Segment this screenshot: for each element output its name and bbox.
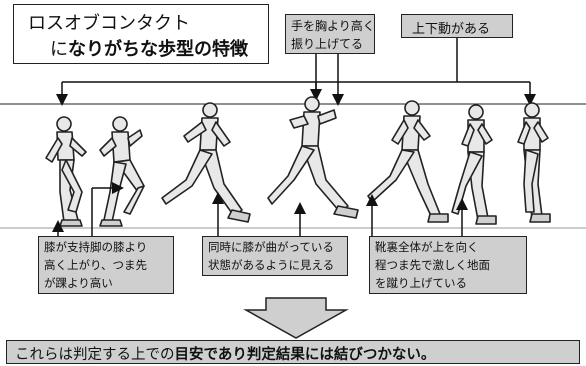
runner-3 (161, 102, 251, 223)
down-arrow (243, 297, 349, 339)
title-line2: になりがちな歩型の特徴 (50, 35, 248, 61)
label-knee-height: 膝が支持脚の膝より 高く上がり、つま先 が踝より高い (38, 236, 174, 294)
connector-knee (52, 182, 124, 236)
connector-hands (310, 54, 344, 106)
connector-vertical-motion (56, 38, 536, 106)
runner-4 (267, 96, 359, 219)
runner-1 (45, 116, 87, 227)
conclusion-plain: これらは判定する上での (15, 347, 175, 363)
conclusion-text: これらは判定する上での目安であり判定結果には結びつかない。 (15, 343, 435, 364)
runner-7 (517, 102, 551, 223)
conclusion-box: これらは判定する上での目安であり判定結果には結びつかない。 (6, 340, 580, 364)
label-vertical-motion-text: 上下動がある (412, 22, 491, 37)
conclusion-bold: 目安であり判定結果には結びつかない。 (174, 347, 436, 363)
label-sole-line1: 靴裏全体が上を向く (375, 240, 479, 254)
label-sole-line3: を蹴り上げている (375, 276, 467, 290)
label-knee-line1: 膝が支持脚の膝より (44, 240, 148, 254)
connector-sole (366, 194, 468, 236)
runner-5 (367, 100, 449, 223)
runner-2 (99, 116, 145, 227)
label-bent-knee: 同時に膝が曲がっている 状態があるように見える (202, 236, 348, 276)
runner-6 (451, 104, 497, 225)
title-box: ロスオブコンタクト になりがちな歩型の特徴 (13, 4, 269, 64)
label-vertical-motion: 上下動がある (401, 14, 513, 38)
label-hands-line2: 振り上げてる (291, 37, 364, 51)
label-knee-line3: が踝より高い (44, 276, 113, 290)
label-bent-line2: 状態があるように見える (208, 258, 335, 272)
label-knee-line2: 高く上がり、つま先 (44, 258, 148, 272)
label-hands-line1: 手を胸より高く (291, 19, 375, 33)
runner-figures (45, 96, 551, 227)
title-line2-plain: に (50, 39, 68, 60)
label-sole-up: 靴裏全体が上を向く 程つま先で激しく地面 を蹴り上げている (369, 236, 527, 294)
title-line2-bold: なりがちな歩型の特徴 (68, 39, 248, 60)
label-sole-line2: 程つま先で激しく地面 (375, 258, 490, 272)
label-hands-raised: 手を胸より高く 振り上げてる (285, 14, 375, 54)
label-bent-line1: 同時に膝が曲がっている (208, 240, 334, 254)
connector-bent-knee (212, 192, 306, 236)
title-line1: ロスオブコンタクト (28, 13, 190, 34)
